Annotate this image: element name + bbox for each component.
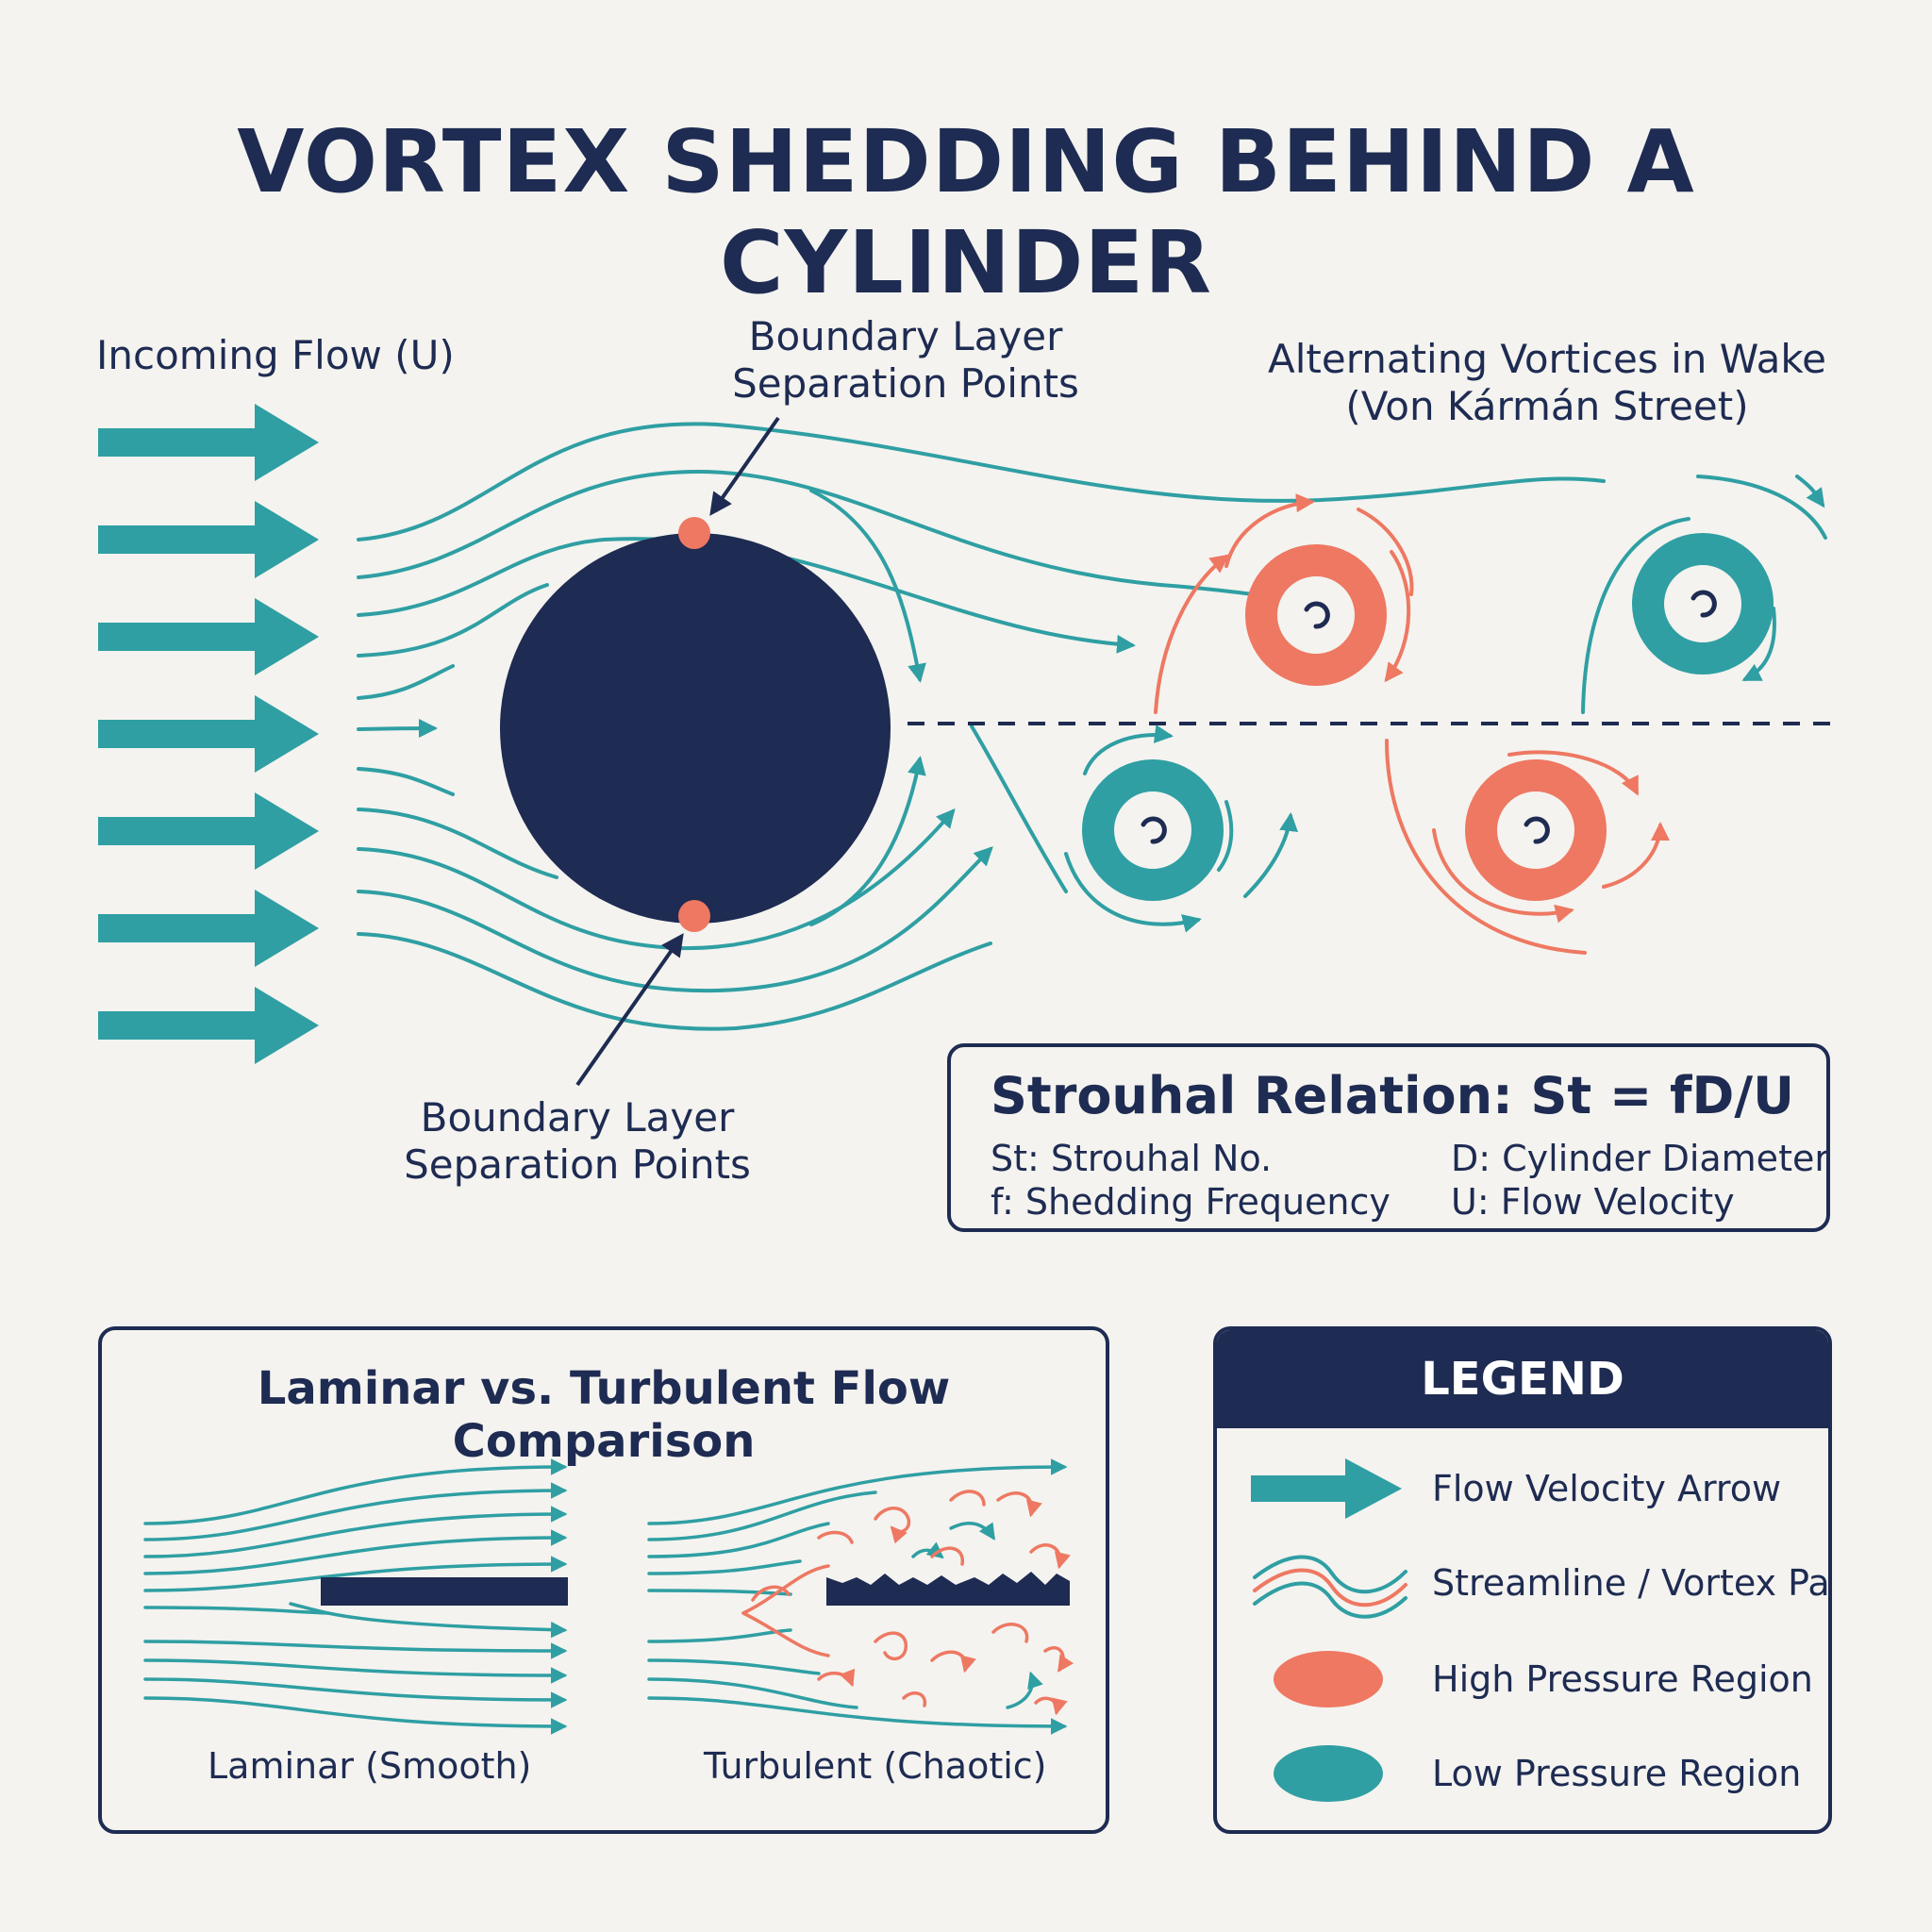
separation-label-bottom: Boundary Layer Separation Points — [389, 1094, 766, 1189]
separation-label-top: Boundary Layer Separation Points — [717, 313, 1094, 408]
flow-velocity-arrow — [98, 890, 319, 967]
incoming-flow-arrows — [98, 404, 319, 1064]
legend-panel: LEGEND Flow Velocity Arrow Streamline / … — [1213, 1326, 1832, 1834]
laminar-plate — [321, 1577, 568, 1606]
separation-label-top-line1: Boundary Layer — [748, 313, 1063, 359]
vortex-lower-coral — [1385, 739, 1670, 955]
separation-label-bottom-line1: Boundary Layer — [420, 1094, 735, 1141]
strouhal-panel: Strouhal Relation: St = fD/U St: Strouha… — [947, 1043, 1830, 1232]
legend-label: Flow Velocity Arrow — [1432, 1468, 1782, 1509]
wake-label-line2: (Von Kármán Street) — [1345, 383, 1749, 429]
cylinder — [500, 533, 891, 924]
wake-label: Alternating Vortices in Wake (Von Kármán… — [1264, 336, 1830, 430]
wake-label-line1: Alternating Vortices in Wake — [1268, 336, 1826, 382]
turbulent-plate — [826, 1572, 1070, 1606]
legend-label: High Pressure Region — [1432, 1658, 1813, 1700]
vortex-upper-coral — [1154, 493, 1414, 714]
strouhal-def: f: Shedding Frequency — [991, 1181, 1391, 1223]
separation-point-top — [678, 517, 710, 549]
strouhal-title: Strouhal Relation: St = fD/U — [991, 1066, 1794, 1125]
flow-velocity-arrow — [98, 404, 319, 481]
comparison-title: Laminar vs. Turbulent Flow Comparison — [257, 1362, 951, 1468]
vortex-lower-teal — [1064, 724, 1299, 933]
turbulent-streamlines — [647, 1458, 1068, 1735]
flow-velocity-arrow — [98, 792, 319, 870]
flow-velocity-arrow — [98, 987, 319, 1064]
legend-item: Low Pressure Region — [1217, 1736, 1828, 1811]
strouhal-def: U: Flow Velocity — [1451, 1181, 1735, 1223]
legend-item: Flow Velocity Arrow — [1217, 1451, 1828, 1526]
legend-label: Low Pressure Region — [1432, 1753, 1802, 1794]
turbulent-caption: Turbulent (Chaotic) — [704, 1745, 1047, 1787]
comparison-panel: Laminar vs. Turbulent Flow Comparison — [98, 1326, 1109, 1834]
flow-velocity-arrow — [98, 501, 319, 578]
separation-label-top-line2: Separation Points — [732, 360, 1079, 407]
high-pressure-icon — [1274, 1651, 1383, 1707]
wave-icon — [1253, 1555, 1407, 1619]
arrow-icon — [1251, 1458, 1402, 1519]
comparison-diagrams — [143, 1458, 1074, 1735]
page-title: VORTEX SHEDDING BEHIND A CYLINDER — [237, 111, 1695, 313]
separation-point-bottom — [678, 900, 710, 932]
strouhal-def: D: Cylinder Diameter — [1451, 1138, 1829, 1179]
separation-pointer-top — [709, 416, 780, 516]
separation-label-bottom-line2: Separation Points — [404, 1141, 751, 1188]
vortex-upper-teal — [1581, 475, 1827, 714]
legend-label: Streamline / Vortex Path — [1432, 1562, 1832, 1604]
strouhal-def: St: Strouhal No. — [991, 1138, 1273, 1179]
incoming-flow-label: Incoming Flow (U) — [96, 332, 455, 378]
legend-item: High Pressure Region — [1217, 1641, 1828, 1717]
flow-velocity-arrow — [98, 695, 319, 773]
legend-item: Streamline / Vortex Path — [1217, 1545, 1828, 1621]
low-pressure-icon — [1274, 1745, 1383, 1802]
turbulent-eddies — [741, 1490, 1074, 1716]
laminar-caption: Laminar (Smooth) — [208, 1745, 532, 1787]
separation-pointer-bottom — [575, 933, 684, 1087]
flow-velocity-arrow — [98, 598, 319, 675]
legend-header: LEGEND — [1217, 1330, 1828, 1428]
